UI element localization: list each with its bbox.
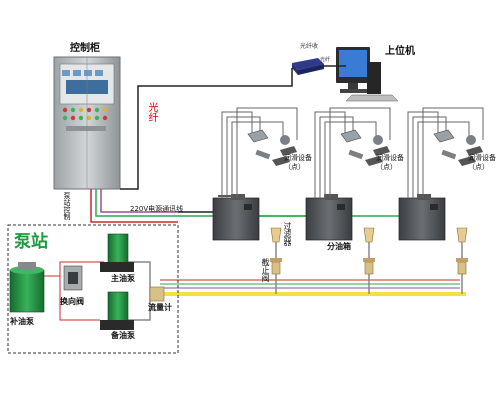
- optical-transceiver: [292, 58, 324, 75]
- fiber-label: 光纤: [146, 102, 157, 122]
- reversing-valve: [63, 265, 83, 291]
- station-control-label: 泵站控制: [63, 192, 71, 220]
- main-pump-label: 主油泵: [111, 274, 135, 283]
- lube-device-label-1: 润滑设备（点）: [284, 154, 312, 171]
- lube-device-label-3: 润滑设备（点）: [468, 154, 496, 171]
- filter-valve-group: [270, 227, 468, 294]
- reversing-valve-label: 换向阀: [60, 297, 84, 306]
- flow-meter-label: 流量计: [148, 303, 172, 312]
- main-pump: [100, 233, 134, 272]
- lube-device-group-1: [247, 129, 297, 166]
- oil-supply-line: [160, 279, 466, 296]
- backup-pump-label: 备油泵: [111, 331, 135, 340]
- host-computer-label: 上位机: [385, 46, 415, 57]
- power-comm-label: 220V电源通讯线: [130, 205, 184, 213]
- lube-device-group-2: [340, 129, 390, 166]
- fiber-small-label: 光纤: [320, 57, 331, 63]
- lube-device-group-3: [433, 129, 483, 166]
- distribution-box-label: 分油箱: [327, 242, 351, 251]
- distribution-box-2: [305, 194, 353, 241]
- lube-device-label-2: 润滑设备（点）: [376, 154, 404, 171]
- stop-valve-label: 截止阀: [261, 258, 270, 282]
- refill-pump-label: 补油泵: [10, 317, 34, 326]
- communication-lines: [90, 65, 437, 223]
- distribution-box-1: [212, 194, 260, 241]
- flow-meter: [149, 286, 165, 302]
- distribution-box-3: [398, 194, 446, 241]
- pump-station-title: 泵站: [14, 232, 48, 252]
- refill-pump: [9, 262, 45, 313]
- backup-pump: [100, 291, 134, 330]
- pump-station-frame: [7, 224, 179, 354]
- lube-pipes: [221, 107, 484, 198]
- filter-label: 过滤器: [283, 222, 292, 246]
- control-cabinet-label: 控制柜: [70, 43, 100, 54]
- control-cabinet: [53, 56, 121, 190]
- host-computer: [336, 47, 399, 102]
- optical-transceiver-label: 光纤收: [300, 43, 319, 50]
